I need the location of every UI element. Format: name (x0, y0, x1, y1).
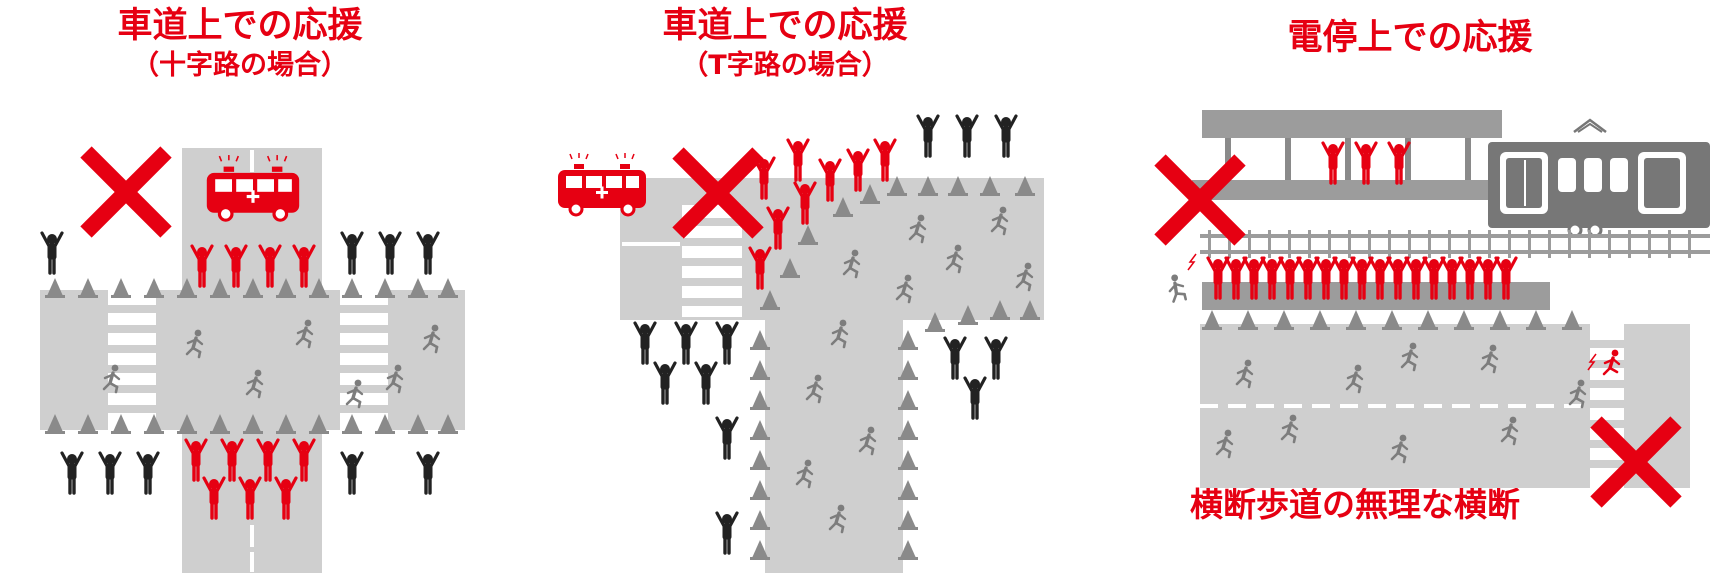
tram-icon (1488, 118, 1710, 238)
bottom-caption: 横断歩道の無理な横断 (1190, 485, 1520, 524)
panel2-t-junction (556, 114, 1044, 573)
panel1-title: 車道上での応援 （十字路の場合） (95, 6, 385, 86)
panel3-title: 電停上での応援 (1265, 18, 1555, 58)
tram-stop-island (1202, 282, 1550, 310)
panel3-tram-stop (1160, 110, 1710, 502)
panel2-crosswalk-stripes (682, 218, 742, 306)
cross-mark-icon (86, 152, 166, 232)
tram-tracks (1200, 230, 1710, 258)
panel1-crossroads (40, 148, 465, 573)
panel1-road-horizontal (40, 290, 465, 430)
panel2-title: 車道上での応援 （T字路の場合） (640, 6, 930, 86)
panel2-title-line2: （T字路の場合） (681, 50, 889, 81)
panel2-title-line1: 車道上での応援 (662, 6, 908, 46)
panel3-lane-marking (1200, 404, 1582, 408)
panel1-title-line2: （十字路の場合） (132, 50, 348, 81)
panel2-lane-marking (622, 242, 680, 246)
tram-stop-platform (1192, 110, 1502, 200)
panel1-title-line1: 車道上での応援 (117, 6, 363, 46)
falling-person-icon (1161, 253, 1621, 409)
panel1-crosswalk-stripes (108, 305, 388, 413)
ambulance-icon (556, 151, 648, 217)
panel2-road-vertical (765, 178, 903, 573)
panel3-title-line1: 電停上での応援 (1287, 18, 1533, 58)
